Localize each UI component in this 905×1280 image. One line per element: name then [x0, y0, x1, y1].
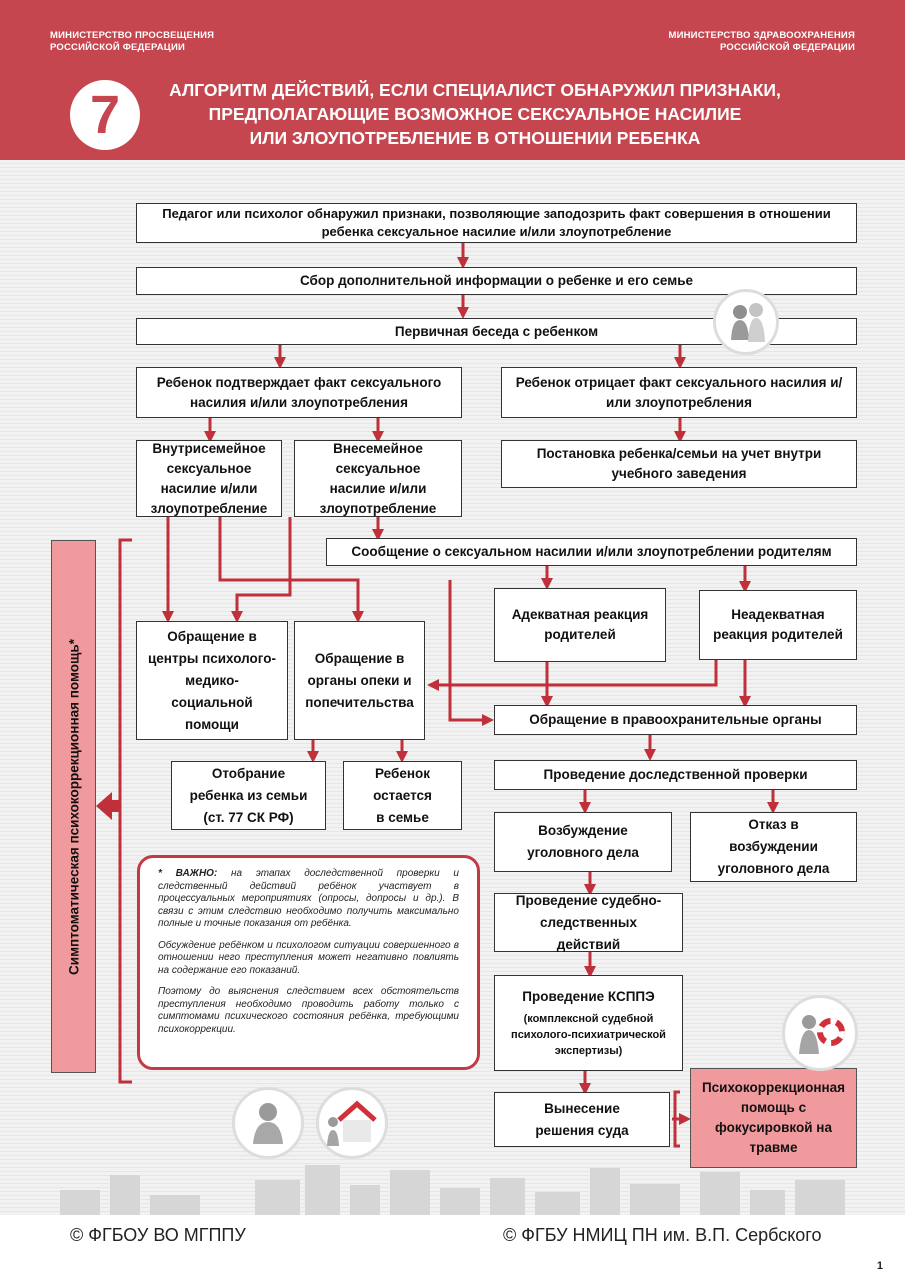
box-removal: Отобрание ребенка из семьи (ст. 77 СК РФ… — [171, 761, 326, 830]
ministry-education: МИНИСТЕРСТВО ПРОСВЕЩЕНИЯ РОССИЙСКОЙ ФЕДЕ… — [50, 30, 215, 53]
page-title: АЛГОРИТМ ДЕЙСТВИЙ, ЕСЛИ СПЕЦИАЛИСТ ОБНАР… — [140, 78, 810, 150]
box-detect: Педагог или психолог обнаружил признаки,… — [136, 203, 857, 243]
footer-band — [0, 1215, 905, 1280]
box-confirms: Ребенок подтверждает факт сексуального н… — [136, 367, 462, 418]
box-registration: Постановка ребенка/семьи на учет внутри … — [501, 440, 857, 488]
box-denies: Ребенок отрицает факт сексуального насил… — [501, 367, 857, 418]
box-collect: Сбор дополнительной информации о ребенке… — [136, 267, 857, 295]
box-law-enforcement: Обращение в правоохранительные органы — [494, 705, 857, 735]
note-paragraph: Обсуждение ребёнком и психологом ситуаци… — [158, 939, 459, 976]
box-kspe: Проведение КСППЭ (комплексной судебной п… — [494, 975, 683, 1071]
box-trauma-help: Психокоррекционная помощь с фокусировкой… — [690, 1068, 857, 1168]
note-important-label: * ВАЖНО: — [158, 868, 218, 879]
box-inadequate: Неадекватная реакция родителей — [699, 590, 857, 660]
box-case-opened: Возбуждение уголовного дела — [494, 812, 672, 872]
two-people-icon — [713, 289, 779, 355]
step-number: 7 — [70, 80, 140, 150]
title-line: АЛГОРИТМ ДЕЙСТВИЙ, ЕСЛИ СПЕЦИАЛИСТ ОБНАР… — [169, 80, 781, 100]
title-line: ИЛИ ЗЛОУПОТРЕБЛЕНИЕ В ОТНОШЕНИИ РЕБЕНКА — [249, 128, 701, 148]
box-stays: Ребенок остается в семье — [343, 761, 462, 830]
box-notify-parents: Сообщение о сексуальном насилии и/или зл… — [326, 538, 857, 566]
footer-left: © ФГБОУ ВО МГППУ — [70, 1225, 246, 1245]
box-symptomatic: Симптоматическая психокоррекционная помо… — [51, 540, 96, 1073]
box-pre-check: Проведение доследственной проверки — [494, 760, 857, 790]
box-intrafamily: Внутрисемейное сексуальное насилие и/или… — [136, 440, 282, 517]
important-note: * ВАЖНО: на этапах доследственной провер… — [137, 855, 480, 1070]
sad-person-icon — [232, 1087, 304, 1159]
title-line: ПРЕДПОЛАГАЮЩИЕ ВОЗМОЖНОЕ СЕКСУАЛЬНОЕ НАС… — [208, 104, 742, 124]
footer-right: © ФГБУ НМИЦ ПН им. В.П. Сербского — [503, 1225, 822, 1245]
note-text-1: на этапах доследственной проверки и след… — [158, 868, 459, 929]
note-paragraph: * ВАЖНО: на этапах доследственной провер… — [158, 868, 459, 931]
box-extrafamily: Внесемейное сексуальное насилие и/или зл… — [294, 440, 462, 517]
house-family-icon — [316, 1087, 388, 1159]
page-number: 1 — [876, 1260, 883, 1272]
kspe-title: Проведение КСППЭ — [522, 989, 655, 1004]
ministry-health: МИНИСТЕРСТВО ЗДРАВООХРАНЕНИЯ РОССИЙСКОЙ … — [668, 30, 855, 53]
box-investigation: Проведение судебно-следственных действий — [494, 893, 683, 952]
box-verdict: Вынесение решения суда — [494, 1092, 670, 1147]
box-centers: Обращение в центры психолого-медико-соци… — [136, 621, 288, 740]
box-guardianship: Обращение в органы опеки и попечительств… — [294, 621, 425, 740]
kspe-subtitle: (комплексной судебной психолого-психиатр… — [511, 1013, 666, 1057]
lifebuoy-person-icon — [782, 995, 858, 1071]
box-case-refused: Отказ в возбуждении уголовного дела — [690, 812, 857, 882]
header: МИНИСТЕРСТВО ПРОСВЕЩЕНИЯ РОССИЙСКОЙ ФЕДЕ… — [0, 0, 905, 160]
box-adequate: Адекватная реакция родителей — [494, 588, 666, 662]
symptomatic-label: Симптоматическая психокоррекционная помо… — [66, 638, 81, 975]
note-paragraph: Поэтому до выяснения следствием всех обс… — [158, 986, 459, 1035]
